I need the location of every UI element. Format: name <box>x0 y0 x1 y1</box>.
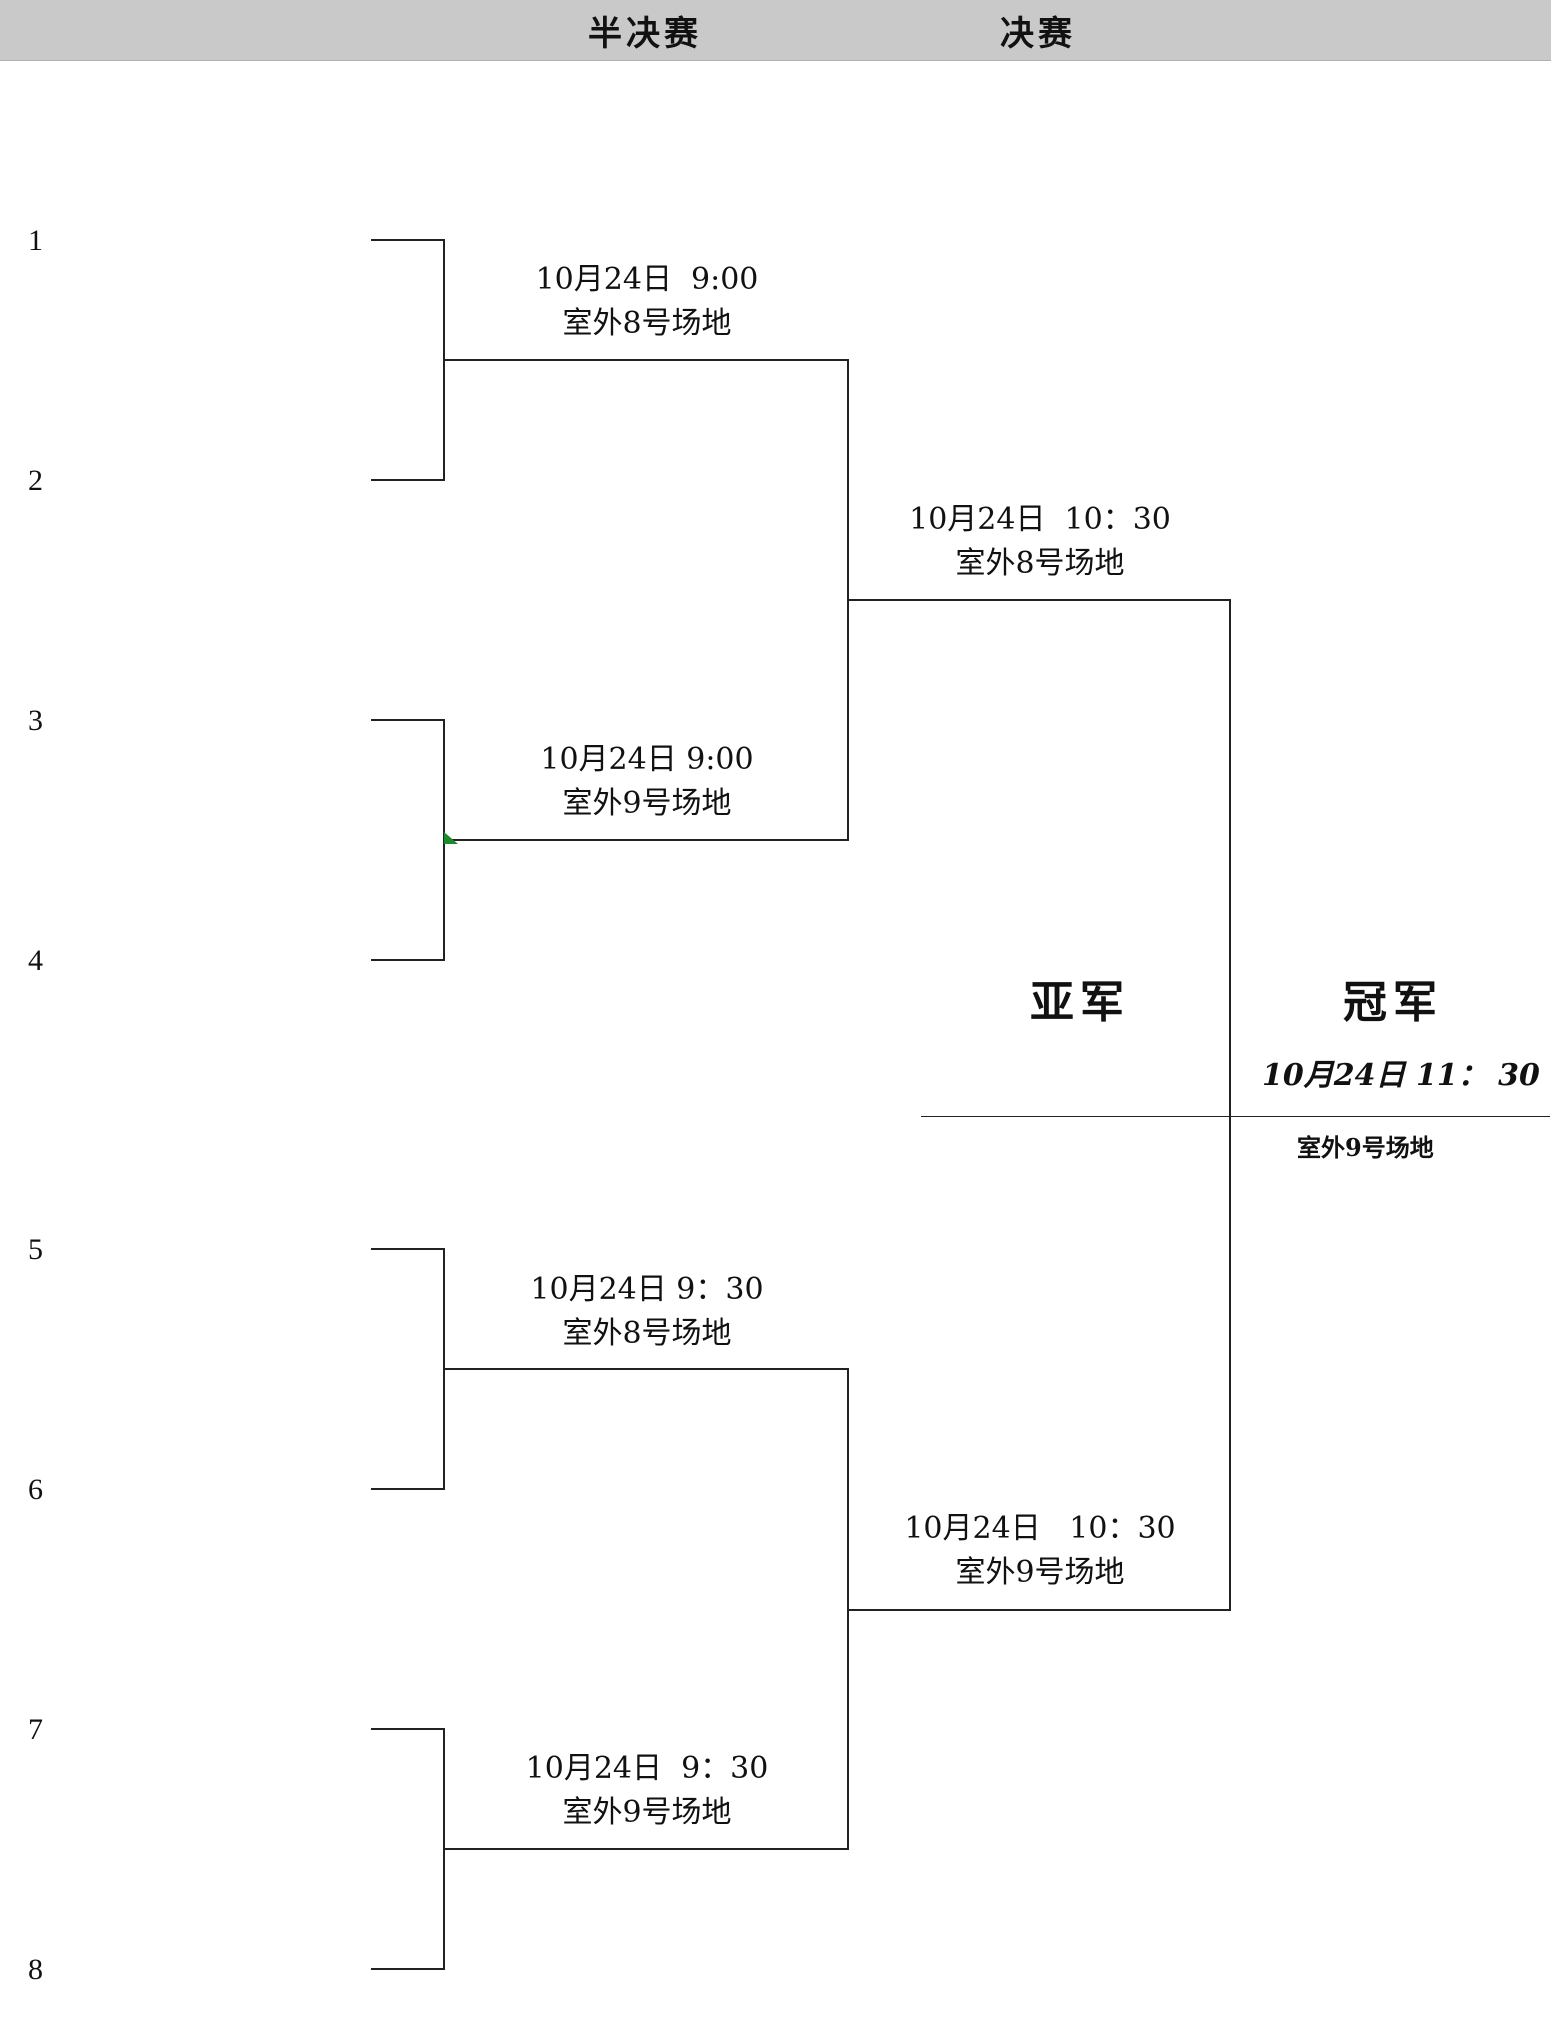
seed-3: 3 <box>28 704 43 737</box>
header-semifinal: 半决赛 <box>588 14 702 54</box>
cell-marker <box>444 832 458 844</box>
bracket-line <box>371 719 445 721</box>
match-3: 10月24日 9：30 室外8号场地 <box>467 1268 827 1356</box>
bracket-line <box>443 1848 849 1850</box>
final-time: 10月24日 11： 30 <box>1262 1058 1540 1093</box>
semifinal-1-venue: 室外8号场地 <box>955 546 1125 581</box>
match-3-time: 10月24日 9：30 <box>530 1272 764 1307</box>
final-divider <box>921 1116 1550 1117</box>
match-2-venue: 室外9号场地 <box>562 786 732 821</box>
bracket-line <box>371 1728 445 1730</box>
bracket-line <box>371 959 445 961</box>
match-2: 10月24日 9:00 室外9号场地 <box>467 738 827 826</box>
match-4: 10月24日 9：30 室外9号场地 <box>467 1747 827 1835</box>
seed-8: 8 <box>28 1953 43 1986</box>
bracket-line <box>371 239 445 241</box>
bracket-line <box>847 599 1231 601</box>
bracket-line <box>443 839 849 841</box>
match-4-venue: 室外9号场地 <box>562 1795 732 1830</box>
seed-7: 7 <box>28 1713 43 1746</box>
bracket-line <box>371 1968 445 1970</box>
header-bar <box>0 0 1551 61</box>
seed-1: 1 <box>28 224 43 257</box>
match-1-venue: 室外8号场地 <box>562 306 732 341</box>
bracket-line <box>371 1488 445 1490</box>
bracket-line <box>443 359 849 361</box>
match-1-time: 10月24日 9:00 <box>535 262 759 297</box>
header-final: 决赛 <box>1000 14 1076 54</box>
bracket-line <box>443 1368 849 1370</box>
seed-2: 2 <box>28 464 43 497</box>
champion-label: 冠军 <box>1343 977 1443 1028</box>
match-2-time: 10月24日 9:00 <box>540 742 754 777</box>
bracket-line <box>371 1248 445 1250</box>
semifinal-1-time: 10月24日 10：30 <box>909 502 1171 537</box>
semifinal-2: 10月24日 10：30 室外9号场地 <box>860 1507 1220 1595</box>
seed-5: 5 <box>28 1233 43 1266</box>
bracket-line <box>1229 599 1231 1611</box>
runner-up-label: 亚军 <box>1030 977 1130 1028</box>
semifinal-2-time: 10月24日 10：30 <box>904 1511 1176 1546</box>
seed-6: 6 <box>28 1473 43 1506</box>
match-1: 10月24日 9:00 室外8号场地 <box>467 258 827 346</box>
final-venue: 室外9号场地 <box>1297 1133 1434 1162</box>
match-3-venue: 室外8号场地 <box>562 1316 732 1351</box>
match-4-time: 10月24日 9：30 <box>525 1751 769 1786</box>
bracket-line <box>847 1609 1231 1611</box>
seed-4: 4 <box>28 944 43 977</box>
semifinal-2-venue: 室外9号场地 <box>955 1555 1125 1590</box>
semifinal-1: 10月24日 10：30 室外8号场地 <box>860 498 1220 586</box>
bracket-line <box>371 479 445 481</box>
